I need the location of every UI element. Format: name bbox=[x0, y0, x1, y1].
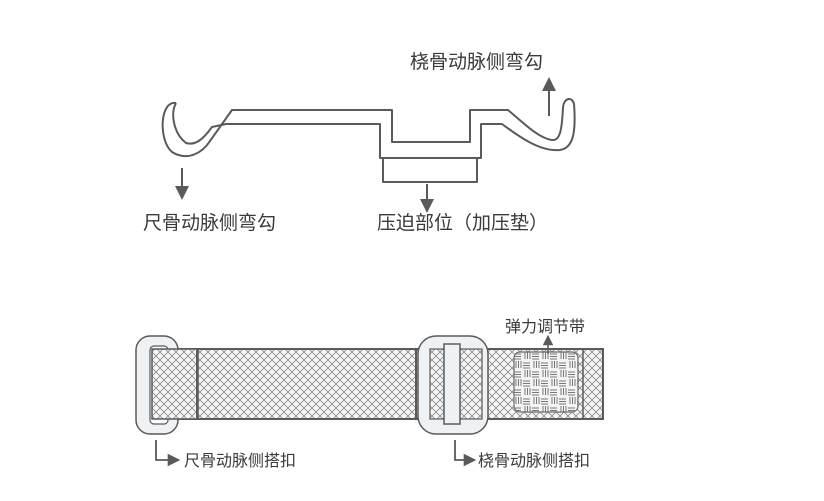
radial-buckle-arrow bbox=[454, 440, 477, 467]
hook-outer-contour bbox=[161, 101, 564, 158]
hook-profile bbox=[161, 98, 576, 183]
ulnar-buckle-arrow bbox=[155, 440, 181, 467]
elastic-strap-tab bbox=[513, 351, 579, 413]
hook-inner-contour bbox=[172, 98, 576, 159]
ulnar-hook-label: 尺骨动脉侧弯勾 bbox=[143, 212, 276, 234]
elastic-strap-label: 弹力调节带 bbox=[505, 317, 585, 336]
compression-pad bbox=[382, 157, 478, 183]
radial-hook-label: 桡骨动脉侧弯勾 bbox=[410, 51, 543, 73]
compression-label: 压迫部位（加压垫） bbox=[377, 212, 548, 234]
ulnar-buckle-label: 尺骨动脉侧搭扣 bbox=[184, 451, 296, 470]
radial-buckle-label: 桡骨动脉侧搭扣 bbox=[478, 451, 590, 470]
strap bbox=[135, 335, 604, 435]
